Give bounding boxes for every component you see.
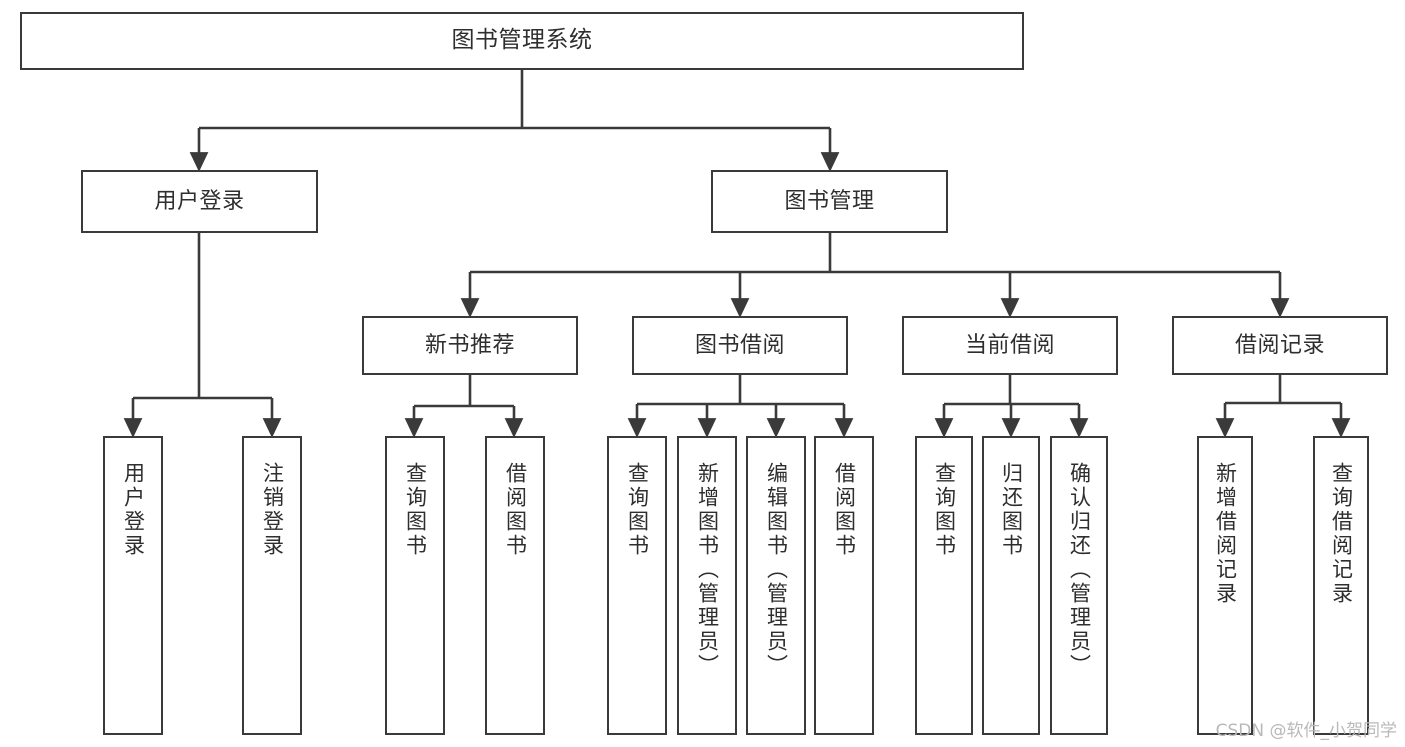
leaf-new-book-borrow-book[interactable]: 借阅图书 xyxy=(485,436,545,735)
leaf-borrow-record-add-record[interactable]: 新增借阅记录 xyxy=(1197,436,1253,735)
node-label: 用户登录 xyxy=(154,188,245,214)
node-book-management[interactable]: 图书管理 xyxy=(711,170,948,233)
leaf-book-borrow-add-book-admin[interactable]: 新增图书（管理员） xyxy=(677,436,737,735)
leaf-book-borrow-edit-book-admin[interactable]: 编辑图书（管理员） xyxy=(746,436,806,735)
watermark-text: CSDN @软件_小贺同学 xyxy=(1215,721,1397,741)
node-label: 查询图书 xyxy=(625,462,650,558)
node-label: 图书借阅 xyxy=(694,332,785,358)
node-label: 查询借阅记录 xyxy=(1329,462,1354,606)
node-label: 当前借阅 xyxy=(964,332,1055,358)
node-label: 借阅记录 xyxy=(1234,332,1325,358)
node-label: 编辑图书（管理员） xyxy=(764,462,789,678)
node-label: 注销登录 xyxy=(260,462,285,558)
leaf-book-borrow-query-book[interactable]: 查询图书 xyxy=(607,436,667,735)
node-label: 新增借阅记录 xyxy=(1213,462,1238,606)
leaf-current-borrow-confirm-return-admin[interactable]: 确认归还（管理员） xyxy=(1050,436,1108,735)
node-borrow-record[interactable]: 借阅记录 xyxy=(1172,316,1388,375)
node-label: 确认归还（管理员） xyxy=(1067,462,1092,678)
node-book-borrow[interactable]: 图书借阅 xyxy=(632,316,848,375)
leaf-book-borrow-borrow-book[interactable]: 借阅图书 xyxy=(814,436,874,735)
node-new-book-recommend[interactable]: 新书推荐 xyxy=(362,316,578,375)
leaf-user-login-login[interactable]: 用户登录 xyxy=(103,436,163,735)
node-label: 图书管理系统 xyxy=(451,27,593,54)
leaf-new-book-query-book[interactable]: 查询图书 xyxy=(385,436,445,735)
node-label: 借阅图书 xyxy=(832,462,857,558)
node-label: 图书管理 xyxy=(784,188,875,214)
leaf-user-login-logout[interactable]: 注销登录 xyxy=(242,436,302,735)
node-root-system[interactable]: 图书管理系统 xyxy=(20,12,1024,70)
node-label: 查询图书 xyxy=(403,462,428,558)
leaf-borrow-record-query-record[interactable]: 查询借阅记录 xyxy=(1313,436,1369,735)
node-label: 归还图书 xyxy=(999,462,1024,558)
leaf-current-borrow-query-book[interactable]: 查询图书 xyxy=(915,436,973,735)
leaf-current-borrow-return-book[interactable]: 归还图书 xyxy=(982,436,1040,735)
node-label: 用户登录 xyxy=(121,462,146,558)
node-user-login[interactable]: 用户登录 xyxy=(81,170,318,233)
node-label: 借阅图书 xyxy=(503,462,528,558)
node-label: 新书推荐 xyxy=(424,332,515,358)
node-label: 新增图书（管理员） xyxy=(695,462,720,678)
node-current-borrow[interactable]: 当前借阅 xyxy=(902,316,1118,375)
node-label: 查询图书 xyxy=(932,462,957,558)
